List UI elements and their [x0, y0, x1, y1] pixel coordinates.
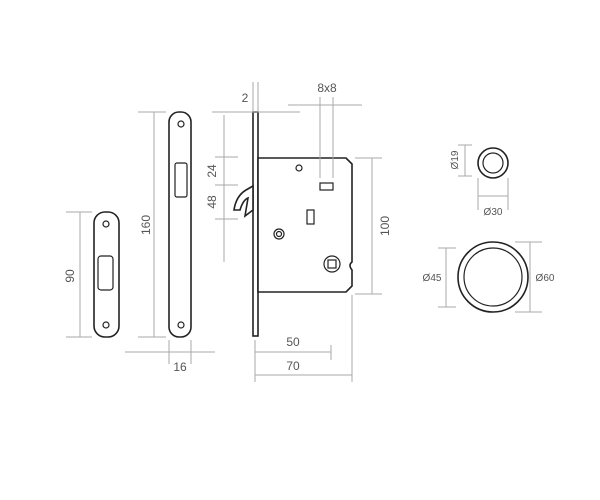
small-rosette-dimensions — [458, 144, 509, 210]
faceplate-width-label: 16 — [173, 360, 187, 374]
large-inner-dia-label: Ø45 — [423, 273, 442, 284]
faceplate-width-dimension — [125, 340, 215, 364]
strike-height-dimension — [66, 211, 92, 338]
large-rosette-dimensions — [438, 241, 542, 313]
body-height-label: 100 — [378, 216, 392, 236]
thickness-label: 2 — [242, 91, 249, 105]
strike-plate — [93, 211, 120, 338]
strike-height-label: 90 — [63, 269, 77, 283]
faceplate-height-label: 160 — [139, 215, 153, 235]
lock-body — [233, 111, 353, 337]
thickness-dimension — [212, 82, 300, 113]
hook-offset-label: 48 — [205, 195, 219, 209]
body-height-dimension — [355, 157, 382, 295]
hook-offset-top-label: 24 — [205, 164, 219, 178]
faceplate-height-dimension — [138, 111, 166, 338]
faceplate — [168, 111, 192, 338]
spindle-label: 8x8 — [317, 81, 337, 95]
hook-dimension — [215, 115, 238, 262]
small-outer-dia-label: Ø30 — [484, 207, 503, 218]
backset-label: 50 — [286, 335, 300, 349]
body-depth-label: 70 — [286, 359, 300, 373]
small-inner-dia-label: Ø19 — [450, 150, 461, 169]
spindle-dimension — [288, 97, 362, 178]
small-rosette — [477, 147, 509, 179]
large-outer-dia-label: Ø60 — [536, 273, 555, 284]
depth-dimensions — [254, 295, 353, 382]
large-rosette — [457, 241, 529, 313]
